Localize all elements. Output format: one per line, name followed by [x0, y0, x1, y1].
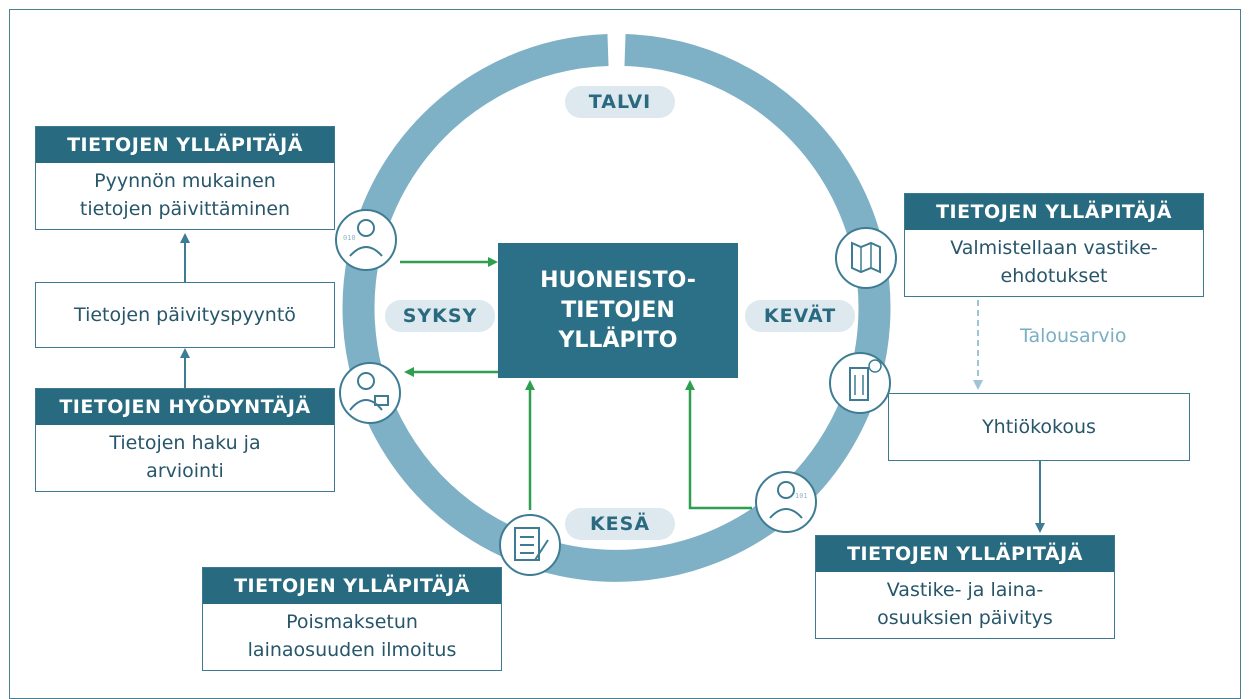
arrowhead — [1035, 523, 1045, 533]
arrowhead — [404, 367, 414, 377]
box-header: TIETOJEN YLLÄPITÄJÄ — [905, 194, 1203, 230]
box-header: TIETOJEN YLLÄPITÄJÄ — [203, 568, 501, 604]
center-line-3: YLLÄPITO — [558, 327, 678, 353]
center-title: HUONEISTO- TIETOJEN YLLÄPITO — [498, 243, 738, 378]
blue-arrows — [180, 233, 1045, 533]
map-icon — [835, 227, 897, 289]
box-line: ehdotukset — [1000, 265, 1108, 287]
box-line: Vastike- ja laina- — [886, 579, 1044, 601]
box-data-user: TIETOJEN HYÖDYNTÄJÄ Tietojen haku ja arv… — [35, 388, 335, 492]
box-line: Tietojen haku ja — [109, 432, 261, 454]
arrow-from-bottom-right — [688, 388, 752, 510]
season-kevat: KEVÄT — [745, 300, 855, 332]
svg-text:010: 010 — [343, 234, 356, 242]
budget-label: Talousarvio — [1020, 325, 1127, 347]
person-briefcase-icon — [339, 362, 401, 424]
box-fee-loan-update: TIETOJEN YLLÄPITÄJÄ Vastike- ja laina- o… — [815, 535, 1115, 639]
box-line: Pyynnön mukainen — [94, 170, 276, 192]
arrowhead — [525, 380, 535, 390]
box-header: TIETOJEN YLLÄPITÄJÄ — [36, 127, 334, 163]
person-data-icon: 010 — [335, 209, 397, 271]
box-loan-report: TIETOJEN YLLÄPITÄJÄ Poismaksetun lainaos… — [202, 567, 502, 671]
arrowhead — [180, 348, 190, 358]
season-syksy: SYKSY — [385, 300, 495, 332]
center-line-2: TIETOJEN — [561, 297, 675, 323]
green-arrows — [400, 257, 752, 510]
box-header: TIETOJEN HYÖDYNTÄJÄ — [36, 389, 334, 425]
arrowhead — [180, 233, 190, 243]
box-line: osuuksien päivitys — [877, 607, 1053, 629]
box-line: Poismaksetun — [286, 611, 418, 633]
box-fee-proposals: TIETOJEN YLLÄPITÄJÄ Valmistellaan vastik… — [904, 193, 1204, 297]
arrowhead — [488, 257, 498, 267]
box-annual-meeting: Yhtiökokous — [888, 393, 1190, 461]
cycle-ring — [342, 34, 891, 582]
person-data-icon-2: 101 — [755, 471, 817, 533]
season-talvi: TALVI — [565, 86, 675, 118]
checklist-icon — [499, 514, 561, 576]
svg-text:101: 101 — [795, 492, 808, 500]
cycle-diagram: 010 101 — [180, 34, 1045, 582]
building-icon — [829, 352, 891, 414]
box-line: tietojen päivittäminen — [79, 198, 291, 220]
box-line: arviointi — [146, 460, 224, 482]
box-maintainer-update: TIETOJEN YLLÄPITÄJÄ Pyynnön mukainen tie… — [35, 126, 335, 230]
box-update-request: Tietojen päivityspyyntö — [35, 282, 335, 348]
center-line-1: HUONEISTO- — [540, 267, 696, 293]
arrowhead — [685, 380, 695, 390]
dashed-arrow — [973, 300, 983, 390]
box-header: TIETOJEN YLLÄPITÄJÄ — [816, 536, 1114, 572]
box-line: Valmistellaan vastike- — [950, 237, 1158, 259]
box-line: lainaosuuden ilmoitus — [247, 639, 457, 661]
season-kesa: KESÄ — [565, 508, 675, 540]
